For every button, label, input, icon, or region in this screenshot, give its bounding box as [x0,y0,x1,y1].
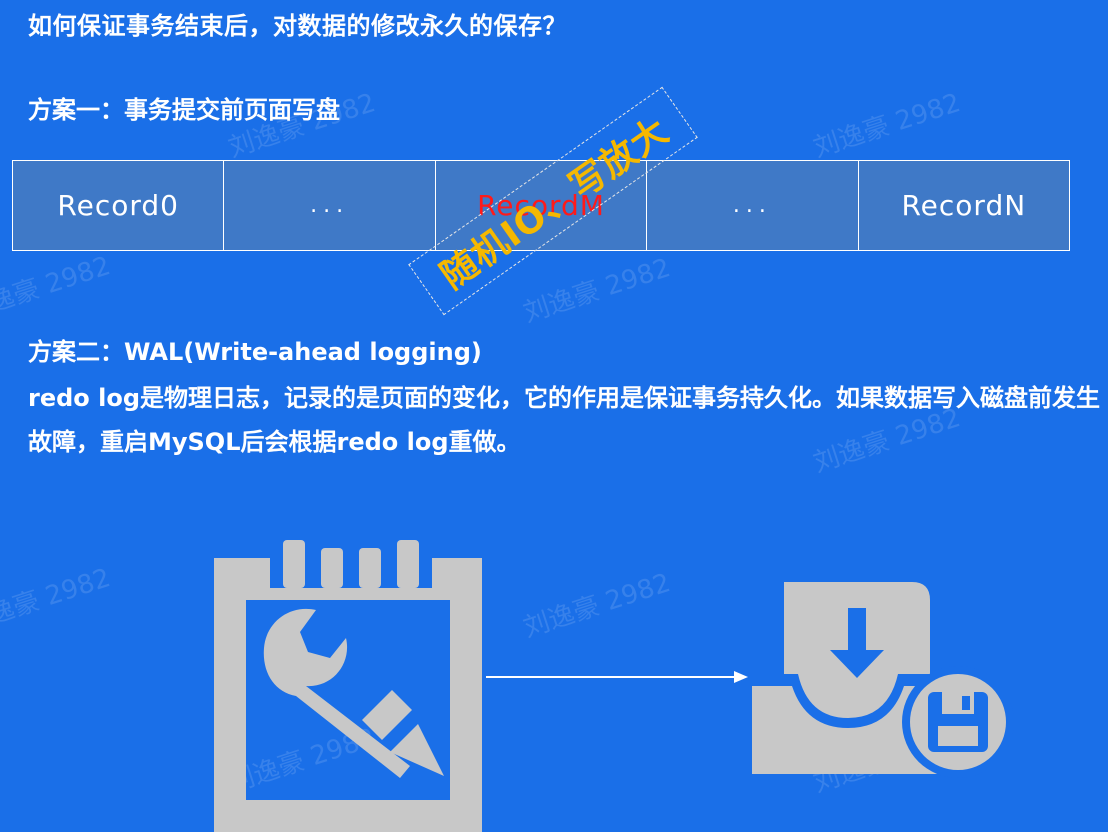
watermark: 刘逸豪 2982 [0,251,115,327]
watermark: 刘逸豪 2982 [519,253,675,329]
page-title: 如何保证事务结束后，对数据的修改永久的保存？ [28,12,567,40]
disk-save-icon [752,582,1014,778]
watermark: 刘逸豪 2982 [809,88,965,164]
flow-arrow [486,671,748,683]
scheme-two-description: redo log是物理日志，记录的是页面的变化，它的作用是保证事务持久化。如果数… [28,384,1101,456]
record-cell-ellipsis-left: ... [224,161,436,250]
record-cell-ellipsis-right: ... [647,161,859,250]
watermark: 刘逸豪 2982 [519,568,675,644]
watermark: 刘逸豪 2982 [0,563,115,639]
record-cell-target: RecordM [436,161,648,250]
scheme-one-label: 方案一：事务提交前页面写盘 [28,96,340,124]
scheme-two-label: 方案二：WAL(Write-ahead logging) [28,338,482,366]
record-row: Record0 ... RecordM ... RecordN [12,160,1070,251]
record-cell-last: RecordN [901,189,1027,222]
log-edit-icon [214,540,482,832]
record-cell-first: Record0 [13,161,225,250]
